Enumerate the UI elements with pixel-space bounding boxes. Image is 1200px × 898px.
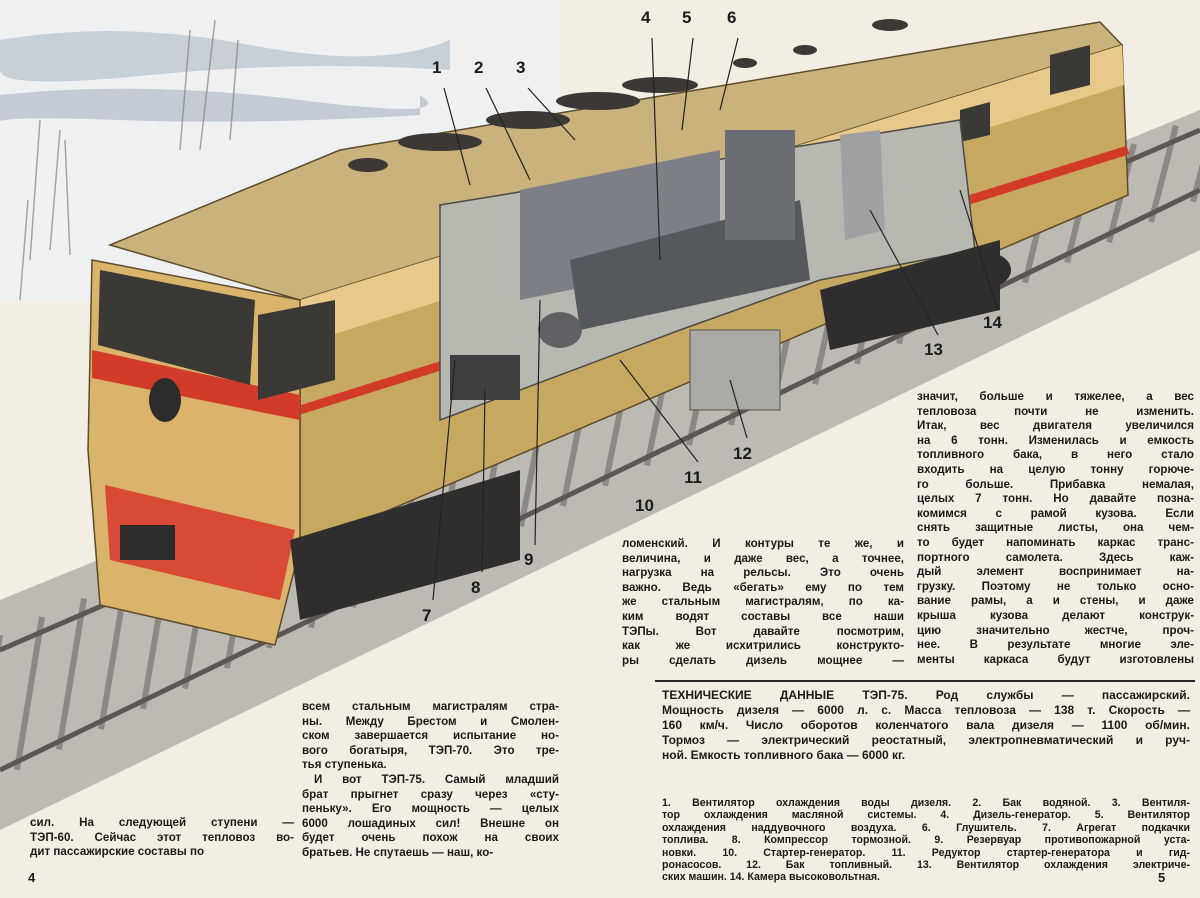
callout-13: 13: [924, 340, 943, 359]
text-line: нее. В результате многие эле-: [917, 638, 1194, 652]
text-line: пеньку». Его мощность — целых: [302, 802, 559, 816]
callout-10: 10: [635, 496, 654, 515]
text-line: дит пассажирские составы по: [30, 845, 205, 859]
text-line: будет очень похож на своих: [302, 831, 559, 845]
left-column-2: всем стальным магистралям стра-ны. Между…: [302, 700, 559, 861]
text-line: входить на целую тонну горюче-: [917, 462, 1194, 476]
callout-lines: [432, 37, 998, 601]
text-line: важно. Ведь «бегать» ему по тем: [622, 580, 904, 594]
text-line: как же исхитрились конструкто-: [622, 639, 904, 653]
text-line: снять защитные листы, она чем-: [917, 521, 1194, 535]
text-line: ТЕХНИЧЕСКИЕ ДАННЫЕ ТЭП-75. Род службы — …: [662, 688, 1190, 702]
text-line: тья ступенька.: [302, 758, 387, 772]
text-line: величина, и даже вес, а точнее,: [622, 551, 904, 565]
callout-8: 8: [471, 578, 481, 597]
text-line: новки. 10. Стартер-генератор. 11. Редукт…: [662, 846, 1190, 859]
text-line: то будет напоминать каркас транс-: [917, 535, 1194, 549]
text-line: братьев. Не спутаешь — наш, ко-: [302, 845, 494, 859]
callout-1: 1: [432, 58, 442, 77]
text-line: 6000 лошадиных сил! Внешне он: [302, 816, 559, 830]
text-line: ТЭПы. Вот давайте посмотрим,: [622, 624, 904, 638]
text-line: ломенский. И контуры те же, и: [622, 537, 904, 550]
text-line: вание рамы, а и стены, и даже: [917, 594, 1194, 608]
text-line: топлива. 8. Компрессор тормозной. 9. Рез…: [662, 834, 1190, 847]
callout-4: 4: [641, 8, 651, 27]
cutaway-interior: [439, 119, 976, 422]
callout-2: 2: [474, 58, 484, 77]
text-line: тепловоза почти не изменить.: [917, 404, 1194, 418]
text-line: ры сделать дизель мощнее —: [622, 653, 904, 667]
text-line: всем стальным магистралям стра-: [302, 700, 559, 713]
text-line: Итак, вес двигателя увеличился: [917, 419, 1194, 433]
divider-rule: [655, 680, 1195, 682]
text-line: сил. На следующей ступени —: [30, 816, 294, 829]
text-line: И вот ТЭП-75. Самый младший: [314, 772, 559, 786]
text-line: ны. Между Брестом и Смолен-: [302, 714, 559, 728]
callout-5: 5: [682, 8, 692, 27]
left-column-1: сил. На следующей ступени —ТЭП-60. Сейча…: [30, 816, 294, 860]
text-line: грузку. Поэтому не только осно-: [917, 579, 1194, 593]
callout-11: 11: [684, 468, 702, 487]
callout-9: 9: [524, 550, 534, 569]
technical-data: ТЕХНИЧЕСКИЕ ДАННЫЕ ТЭП-75. Род службы — …: [662, 688, 1190, 763]
text-line: топливного бака, в него стало: [917, 448, 1194, 462]
text-line: менты каркаса будут изготовлены: [917, 652, 1194, 666]
sleeper: [1190, 163, 1200, 203]
text-line: Тормоз — электрический реостатный, элект…: [662, 733, 1190, 747]
text-line: же стальным магистралям, по ка-: [622, 595, 904, 609]
text-line: ной. Емкость топливного бака — 6000 кг.: [662, 748, 906, 762]
text-line: брат прыгнет сразу через «сту-: [302, 787, 559, 801]
text-line: ким водят составы все наши: [622, 609, 904, 623]
callout-3: 3: [516, 58, 526, 77]
callout-6: 6: [727, 8, 737, 27]
text-line: нагрузка на рельсы. Это очень: [622, 566, 904, 580]
text-line: тор охлаждения масляной системы. 4. Дизе…: [662, 809, 1190, 822]
text-line: цию значительно жестче, проч-: [917, 623, 1194, 637]
text-line: дый элемент воспринимает на-: [917, 565, 1194, 579]
text-line: 160 км/ч. Число оборотов коленчатого вал…: [662, 718, 1190, 732]
text-line: портного самолета. Здесь каж-: [917, 550, 1194, 564]
text-line: ронасосов. 12. Бак топливный. 13. Вентил…: [662, 859, 1190, 872]
text-line: значит, больше и тяжелее, а вес: [917, 390, 1194, 403]
text-line: целых 7 тонн. Но давайте позна-: [917, 492, 1194, 506]
roof-fans: [348, 19, 908, 172]
callout-12: 12: [733, 444, 752, 463]
sleeper: [14, 616, 45, 771]
text-line: ском завершается испытание но-: [302, 729, 559, 743]
bogies: [290, 240, 1011, 620]
sleeper: [56, 598, 87, 750]
callout-legend: 1. Вентилятор охлаждения воды дизеля. 2.…: [662, 797, 1190, 884]
callout-14: 14: [983, 313, 1002, 332]
text-line: крыша кузова делают конструк-: [917, 608, 1194, 622]
text-line: 1. Вентилятор охлаждения воды дизеля. 2.…: [662, 797, 1190, 809]
text-line: вого богатыря, ТЭП-70. Это тре-: [302, 743, 559, 757]
text-line: комимся с рамой кузова. Если: [917, 506, 1194, 520]
callout-7: 7: [422, 606, 432, 625]
text-line: охлаждения наддувочного воздуха. 6. Глуш…: [662, 821, 1190, 834]
page-number-left: 4: [28, 870, 36, 885]
text-line: ТЭП-60. Сейчас этот тепловоз во-: [30, 830, 294, 844]
text-line: на 6 тонн. Изменилась и емкость: [917, 433, 1194, 447]
page-number-right: 5: [1158, 870, 1166, 885]
text-line: Мощность дизеля — 6000 л. с. Масса тепло…: [662, 703, 1190, 717]
text-line: го больше. Прибавка немалая,: [917, 477, 1194, 491]
text-line: ских машин. 14. Камера высоковольтная.: [662, 871, 880, 884]
